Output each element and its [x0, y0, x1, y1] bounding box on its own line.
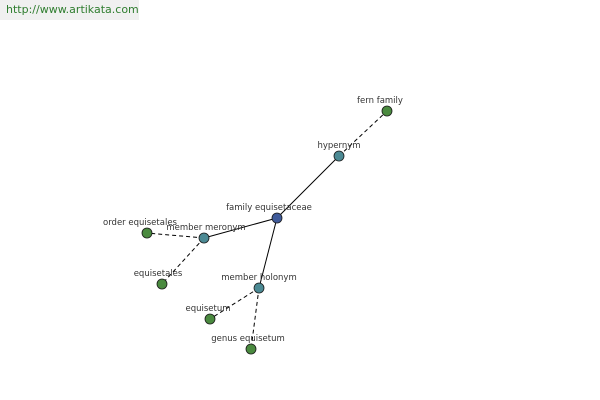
edge-member-meronym-to-equisetales: [161, 237, 205, 285]
node-label-fern-family: fern family: [357, 96, 403, 106]
edges-layer: [146, 110, 388, 350]
node-fern-family[interactable]: [381, 105, 393, 117]
edge-member-meronym-to-order-equisetales: [146, 232, 205, 239]
node-label-genus-equisetum: genus equisetum: [211, 334, 285, 344]
node-label-hypernym: hypernym: [317, 141, 360, 151]
node-equisetum[interactable]: [204, 313, 216, 325]
node-family-equisetaceae[interactable]: [271, 212, 283, 224]
edge-hypernym-to-fern-family: [338, 110, 388, 157]
node-genus-equisetum[interactable]: [245, 343, 257, 355]
node-hypernym[interactable]: [333, 150, 345, 162]
watermark-link[interactable]: http://www.artikata.com: [0, 0, 139, 20]
node-member-meronym[interactable]: [198, 232, 210, 244]
node-order-equisetales[interactable]: [141, 227, 153, 239]
edge-family-equisetaceae-to-hypernym: [276, 155, 340, 219]
node-label-order-equisetales: order equisetales: [103, 218, 178, 228]
node-label-family-equisetaceae: family equisetaceae: [226, 203, 312, 213]
node-label-equisetales: equisetales: [134, 269, 183, 279]
node-label-equisetum: equisetum: [185, 304, 230, 314]
node-equisetales[interactable]: [156, 278, 168, 290]
nodes-layer: [141, 105, 393, 355]
labels-layer: family equisetaceae hypernym fern family me…: [103, 96, 403, 344]
node-label-member-meronym: member meronym: [166, 223, 245, 233]
node-member-holonym[interactable]: [253, 282, 265, 294]
node-label-member-holonym: member holonym: [221, 273, 296, 283]
edge-member-holonym-to-equisetum: [209, 287, 260, 320]
edge-family-equisetaceae-to-member-meronym: [203, 217, 278, 239]
edge-family-equisetaceae-to-member-holonym: [258, 217, 278, 289]
edge-member-holonym-to-genus-equisetum: [250, 287, 260, 350]
